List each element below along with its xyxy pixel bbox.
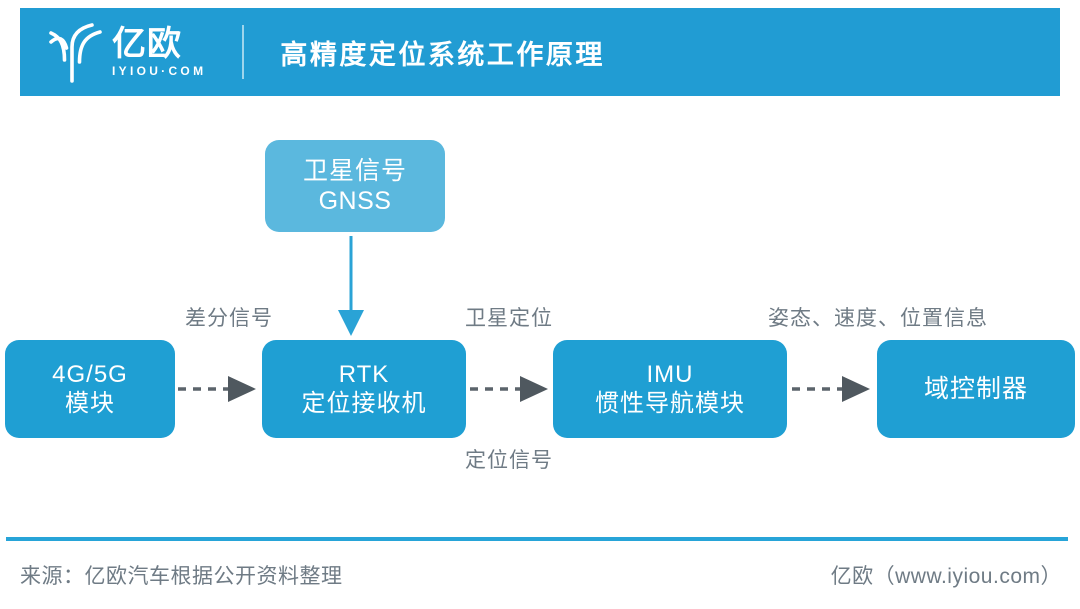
node-label-line2: 惯性导航模块 (595, 390, 745, 417)
node-rtk-receiver: RTK 定位接收机 (262, 340, 466, 438)
node-label-line1: 域控制器 (923, 374, 1028, 403)
flow-diagram: 卫星信号 GNSS 4G/5G 模块 RTK 定位接收机 IMU 惯性导航模块 … (0, 96, 1080, 532)
footer-source-text: 来源：亿欧汽车根据公开资料整理 (20, 565, 343, 588)
header-bar: 亿欧 IYIOU·COM 高精度定位系统工作原理 (20, 8, 1060, 96)
node-imu-inertial-navigation: IMU 惯性导航模块 (553, 340, 787, 438)
node-4g5g-module: 4G/5G 模块 (5, 340, 175, 438)
footer-site-text: 亿欧（www.iyiou.com） (830, 565, 1062, 588)
node-label-line2: 定位接收机 (301, 390, 427, 417)
node-label-line1: RTK (338, 360, 390, 388)
edge-label-attitude-speed-position: 姿态、速度、位置信息 (768, 307, 988, 330)
iyiou-sprout-logo-icon (49, 23, 102, 83)
edge-label-differential-signal: 差分信号 (185, 307, 273, 330)
brand-logo: 亿欧 IYIOU·COM (48, 20, 206, 84)
node-label-line2: GNSS (318, 187, 392, 215)
arrow-imu-to-domain-controller-icon (792, 376, 870, 402)
logo-wordmark: 亿欧 IYIOU·COM (112, 21, 206, 83)
node-domain-controller: 域控制器 (877, 340, 1075, 438)
arrow-mobile-to-rtk-icon (178, 376, 256, 402)
footer-divider (6, 537, 1068, 541)
arrow-gnss-to-rtk-icon (338, 236, 364, 336)
arrow-rtk-to-imu-icon (470, 376, 548, 402)
node-label-line1: IMU (646, 360, 694, 388)
edge-label-positioning-signal: 定位信号 (465, 449, 553, 472)
node-label-line2: 模块 (65, 390, 115, 417)
logo-chinese-text: 亿欧 (112, 25, 182, 63)
node-label-line1: 卫星信号 (302, 156, 407, 185)
header-divider (242, 25, 245, 79)
logo-domain-text: IYIOU·COM (112, 64, 207, 78)
node-satellite-signal-gnss: 卫星信号 GNSS (265, 140, 445, 232)
node-label-line1: 4G/5G (52, 360, 128, 388)
edge-label-satellite-positioning: 卫星定位 (465, 307, 553, 330)
page-title: 高精度定位系统工作原理 (280, 39, 605, 70)
